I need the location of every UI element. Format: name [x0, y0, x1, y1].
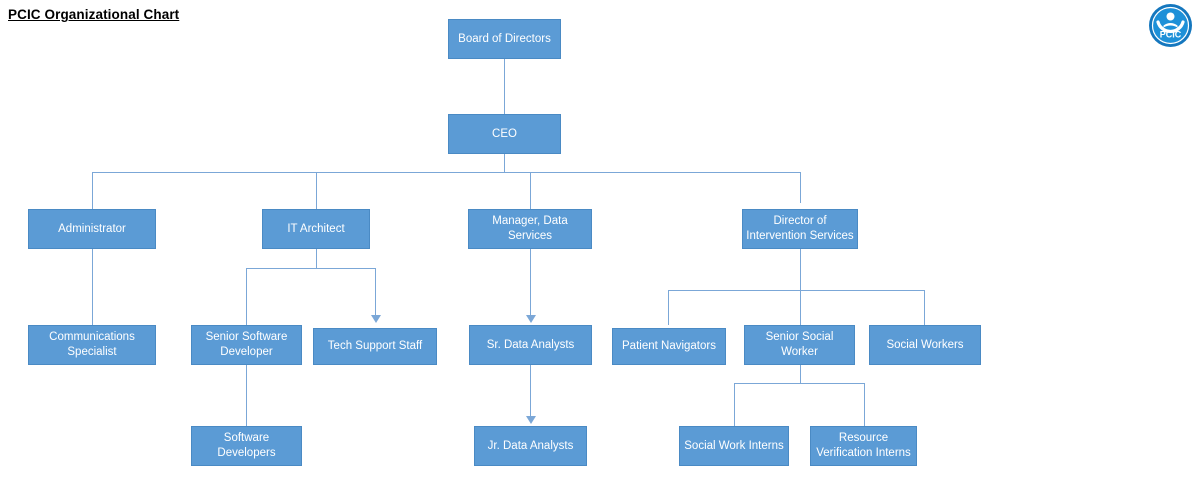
svg-text:PCIC: PCIC — [1160, 30, 1182, 40]
connector-ceo-stem — [504, 154, 505, 173]
connector-ceo-admin — [92, 172, 93, 209]
connector-director-patnav — [668, 290, 669, 325]
connector-itarchitect-techsupport — [375, 268, 376, 317]
node-director-intervention-services[interactable]: Director of Intervention Services — [742, 209, 858, 249]
connector-managerdata-srdata — [530, 249, 531, 317]
connector-srdata-jrdata — [530, 365, 531, 418]
connector-director-bus — [668, 290, 925, 291]
connector-srsocial-swinterns — [734, 383, 735, 426]
node-label: Administrator — [58, 222, 126, 235]
connector-ceo-director — [800, 172, 801, 203]
node-label: Tech Support Staff — [327, 340, 423, 352]
node-label: Jr. Data Analysts — [487, 439, 574, 452]
connector-srswdev-swdevs — [246, 365, 247, 426]
node-label: Senior Social Worker — [765, 331, 834, 358]
node-label: Communications Specialist — [49, 331, 135, 358]
node-patient-navigators[interactable]: Patient Navigators — [612, 328, 726, 365]
node-resource-verification-interns[interactable]: Resource Verification Interns — [810, 426, 917, 466]
node-label: Social Workers — [886, 338, 964, 351]
arrowhead-techsupport — [371, 315, 381, 323]
arrowhead-srdata — [526, 315, 536, 323]
connector-ceo-itarchitect — [316, 172, 317, 209]
node-label: Social Work Interns — [684, 439, 784, 452]
pcic-logo-icon: PCIC — [1149, 4, 1192, 47]
node-ceo[interactable]: CEO — [448, 114, 561, 154]
node-jr-data-analysts[interactable]: Jr. Data Analysts — [474, 426, 587, 466]
connector-itarchitect-srswdev — [246, 268, 247, 325]
node-senior-software-developer[interactable]: Senior Software Developer — [191, 325, 302, 365]
node-label: IT Architect — [287, 222, 345, 235]
node-label: Board of Directors — [458, 32, 551, 45]
connector-ceo-bus — [92, 172, 801, 173]
node-label: Senior Software Developer — [205, 331, 288, 358]
connector-itarchitect-bus — [246, 268, 376, 269]
connector-srsocial-stem — [800, 365, 801, 384]
node-label: Resource Verification Interns — [816, 432, 911, 459]
node-administrator[interactable]: Administrator — [28, 209, 156, 249]
node-social-workers[interactable]: Social Workers — [869, 325, 981, 365]
node-communications-specialist[interactable]: Communications Specialist — [28, 325, 156, 365]
node-label: Patient Navigators — [622, 340, 716, 352]
connector-srsocial-bus — [734, 383, 865, 384]
node-it-architect[interactable]: IT Architect — [262, 209, 370, 249]
connector-srsocial-resverif — [864, 383, 865, 426]
connector-admin-commspec — [92, 249, 93, 325]
node-label: Software Developers — [217, 432, 276, 459]
node-sr-data-analysts[interactable]: Sr. Data Analysts — [469, 325, 592, 365]
node-senior-social-worker[interactable]: Senior Social Worker — [744, 325, 855, 365]
connector-board-ceo — [504, 59, 505, 114]
node-tech-support-staff[interactable]: Tech Support Staff — [313, 328, 437, 365]
node-software-developers[interactable]: Software Developers — [191, 426, 302, 466]
node-label: Manager, Data Services — [492, 215, 568, 242]
connector-ceo-managerdata — [530, 172, 531, 209]
node-label: Sr. Data Analysts — [486, 338, 575, 351]
arrowhead-jrdata — [526, 416, 536, 424]
connector-director-socialworkers — [924, 290, 925, 325]
page-title: PCIC Organizational Chart — [8, 7, 180, 22]
node-social-work-interns[interactable]: Social Work Interns — [679, 426, 789, 466]
connector-itarchitect-stem — [316, 249, 317, 269]
node-manager-data-services[interactable]: Manager, Data Services — [468, 209, 592, 249]
connector-director-stem — [800, 249, 801, 290]
node-board-of-directors[interactable]: Board of Directors — [448, 19, 561, 59]
connector-director-srsocial — [800, 290, 801, 325]
node-label: Director of Intervention Services — [746, 215, 854, 242]
node-label: CEO — [492, 127, 517, 140]
pcic-logo: PCIC — [1148, 3, 1193, 48]
